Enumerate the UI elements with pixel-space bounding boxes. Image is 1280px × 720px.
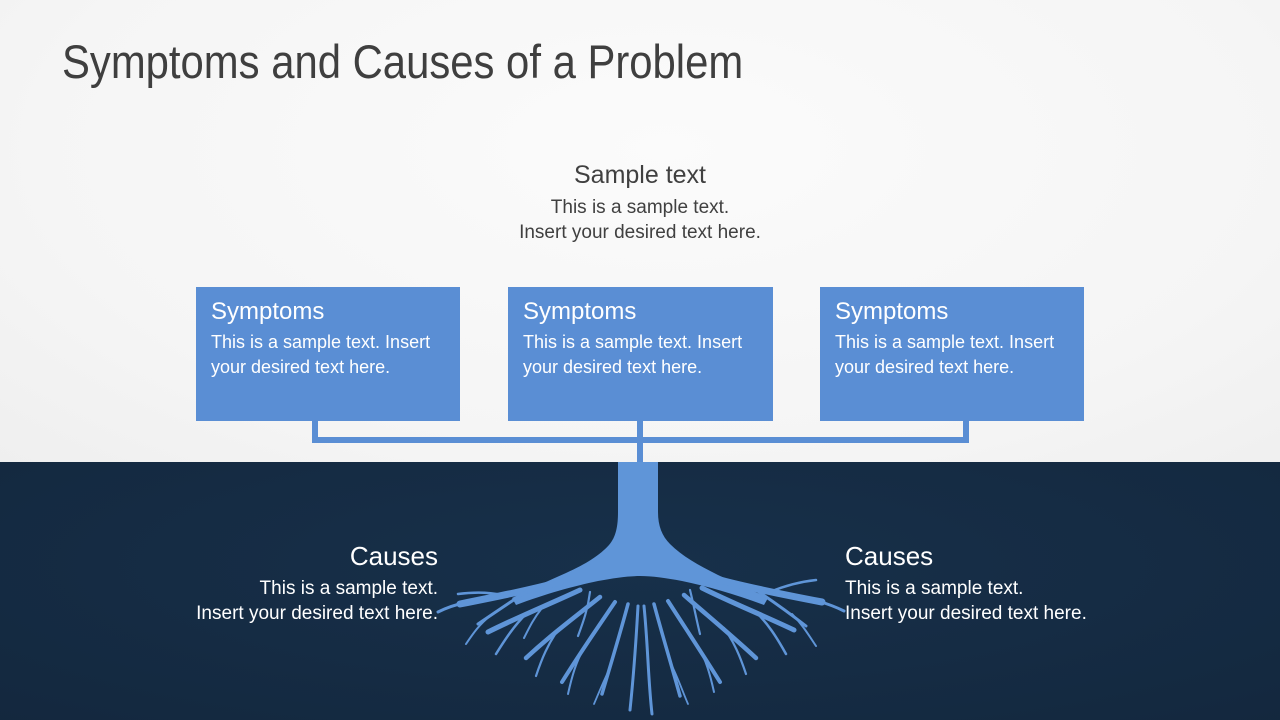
causes-block-right: Causes This is a sample text. Insert you…	[845, 540, 1165, 626]
causes-left-line1: This is a sample text.	[259, 578, 438, 599]
symptoms-box-2: Symptoms This is a sample text. Insert y…	[508, 287, 773, 421]
symptoms-box-3: Symptoms This is a sample text. Insert y…	[820, 287, 1084, 421]
causes-right-line1: This is a sample text.	[845, 578, 1024, 599]
slide-title: Symptoms and Causes of a Problem	[62, 35, 744, 88]
symptoms-box-1-heading: Symptoms	[211, 298, 325, 325]
symptoms-box-2-heading: Symptoms	[523, 298, 637, 325]
causes-block-left: Causes This is a sample text. Insert you…	[140, 540, 438, 626]
causes-right-heading: Causes	[845, 541, 934, 571]
causes-left-heading: Causes	[349, 541, 438, 571]
symptoms-box-1-body: This is a sample text. Insert your desir…	[211, 332, 431, 377]
connector-stub-left	[312, 420, 318, 443]
symptoms-box-3-heading: Symptoms	[835, 298, 949, 325]
sample-text-line1: This is a sample text.	[550, 197, 730, 218]
symptoms-box-1: Symptoms This is a sample text. Insert y…	[196, 287, 460, 421]
symptoms-box-2-body: This is a sample text. Insert your desir…	[523, 332, 743, 377]
causes-left-line2: Insert your desired text here.	[196, 603, 438, 624]
sample-text-heading: Sample text	[573, 161, 706, 189]
connector-horizontal-line	[312, 437, 969, 443]
sample-text-block: Sample text This is a sample text. Inser…	[340, 160, 940, 245]
sample-text-line2: Insert your desired text here.	[519, 222, 761, 243]
symptoms-box-3-body: This is a sample text. Insert your desir…	[835, 332, 1055, 377]
tree-roots-icon	[436, 462, 846, 716]
causes-right-line2: Insert your desired text here.	[845, 603, 1087, 624]
connector-stub-right	[963, 420, 969, 443]
